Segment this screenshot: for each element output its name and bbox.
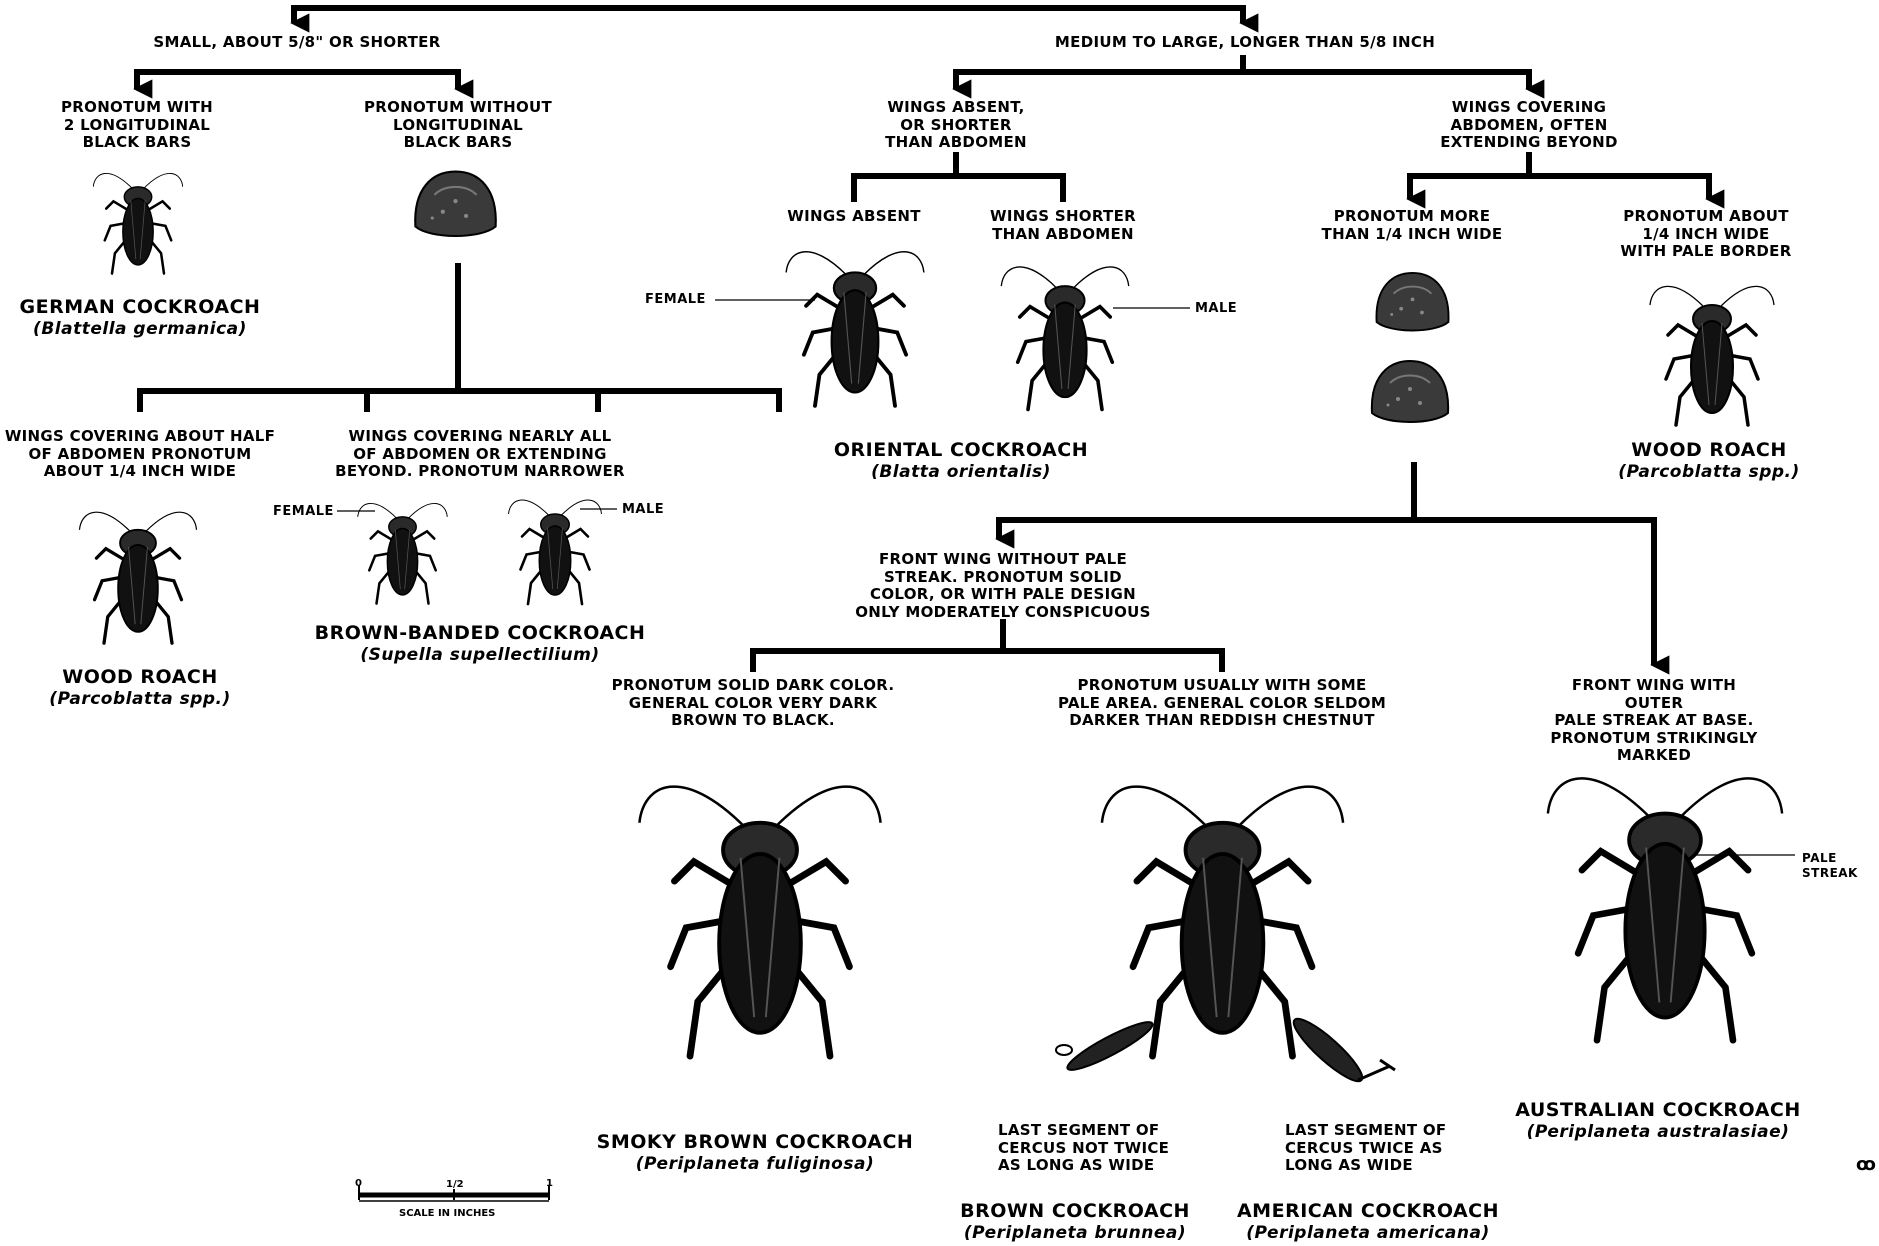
scientific-name: (Periplaneta americana) <box>1237 1222 1499 1244</box>
species-smoky-brown: SMOKY BROWN COCKROACH (Periplaneta fulig… <box>597 1131 914 1175</box>
cercus-twice-image <box>1287 1012 1395 1089</box>
scientific-name: (Periplaneta australasiae) <box>1515 1121 1801 1143</box>
common-name: WOOD ROACH <box>1618 439 1800 461</box>
species-american: AMERICAN COCKROACH (Periplaneta american… <box>1237 1200 1499 1244</box>
wood-roach-large-image <box>1650 286 1774 425</box>
species-oriental: ORIENTAL COCKROACH (Blatta orientalis) <box>834 439 1088 483</box>
scientific-name: (Periplaneta brunnea) <box>960 1222 1190 1244</box>
front-wing-streak-label: FRONT WING WITH OUTER PALE STREAK AT BAS… <box>1542 677 1767 765</box>
male-label-oriental: MALE <box>1195 301 1237 316</box>
oriental-male-image <box>1001 267 1128 409</box>
scale-zero: 0 <box>355 1178 362 1189</box>
small-size-label: SMALL, ABOUT 5/8" OR SHORTER <box>153 34 440 52</box>
female-label-oriental: FEMALE <box>645 292 706 307</box>
common-name: BROWN-BANDED COCKROACH <box>315 622 646 644</box>
pronotum-wide-bottom-image <box>1372 361 1448 422</box>
scientific-name: (Parcoblatta spp.) <box>1618 461 1800 483</box>
species-brown: BROWN COCKROACH (Periplaneta brunnea) <box>960 1200 1190 1244</box>
common-name: SMOKY BROWN COCKROACH <box>597 1131 914 1153</box>
pronotum-about-label: PRONOTUM ABOUT 1/4 INCH WIDE WITH PALE B… <box>1620 208 1791 261</box>
pronotum-wide-top-image <box>1376 273 1448 331</box>
pronotum-bars-label: PRONOTUM WITH 2 LONGITUDINAL BLACK BARS <box>61 99 213 152</box>
scale-caption: SCALE IN INCHES <box>399 1208 495 1219</box>
species-wood-roach-small: WOOD ROACH (Parcoblatta spp.) <box>49 666 231 710</box>
male-label-brown-banded: MALE <box>622 502 664 517</box>
german-cockroach-image <box>93 173 183 273</box>
front-wing-no-streak-label: FRONT WING WITHOUT PALE STREAK. PRONOTUM… <box>855 551 1150 621</box>
wings-half-label: WINGS COVERING ABOUT HALF OF ABDOMEN PRO… <box>5 428 275 481</box>
australian-cockroach-image <box>1548 778 1782 1040</box>
oriental-female-image <box>786 252 924 406</box>
species-brown-banded: BROWN-BANDED COCKROACH (Supella supellec… <box>315 622 646 666</box>
pronotum-no-bars-label: PRONOTUM WITHOUT LONGITUDINAL BLACK BARS <box>364 99 552 152</box>
common-name: WOOD ROACH <box>49 666 231 688</box>
pronotum-more-label: PRONOTUM MORE THAN 1/4 INCH WIDE <box>1322 208 1503 243</box>
pale-streak-label: PALE STREAK <box>1802 851 1858 881</box>
species-wood-roach-large: WOOD ROACH (Parcoblatta spp.) <box>1618 439 1800 483</box>
pronotum-without-bars-image <box>415 172 496 236</box>
scientific-name: (Blattella germanica) <box>20 318 261 340</box>
scale-one: 1 <box>546 1178 553 1189</box>
common-name: BROWN COCKROACH <box>960 1200 1190 1222</box>
species-german: GERMAN COCKROACH (Blattella germanica) <box>20 296 261 340</box>
scientific-name: (Blatta orientalis) <box>834 461 1088 483</box>
species-australian: AUSTRALIAN COCKROACH (Periplaneta austra… <box>1515 1099 1801 1143</box>
brown-banded-male-image <box>509 500 602 604</box>
page-mark: ꝏ <box>1856 1156 1876 1174</box>
wings-absent-or-short-label: WINGS ABSENT, OR SHORTER THAN ABDOMEN <box>885 99 1027 152</box>
common-name: ORIENTAL COCKROACH <box>834 439 1088 461</box>
brown-american-cockroach-image <box>1102 787 1343 1057</box>
wings-covering-label: WINGS COVERING ABDOMEN, OFTEN EXTENDING … <box>1440 99 1618 152</box>
wood-roach-small-image <box>79 512 196 643</box>
common-name: AUSTRALIAN COCKROACH <box>1515 1099 1801 1121</box>
smoky-brown-cockroach-image <box>639 787 880 1057</box>
cercus-not-twice-label: LAST SEGMENT OF CERCUS NOT TWICE AS LONG… <box>998 1122 1169 1175</box>
pronotum-pale-area-label: PRONOTUM USUALLY WITH SOME PALE AREA. GE… <box>1058 677 1386 730</box>
wings-shorter-label: WINGS SHORTER THAN ABDOMEN <box>990 208 1136 243</box>
wings-absent-label: WINGS ABSENT <box>787 208 921 226</box>
large-size-label: MEDIUM TO LARGE, LONGER THAN 5/8 INCH <box>1055 34 1435 52</box>
wings-nearly-all-label: WINGS COVERING NEARLY ALL OF ABDOMEN OR … <box>335 428 625 481</box>
brown-banded-female-image <box>358 503 448 603</box>
scientific-name: (Periplaneta fuliginosa) <box>597 1153 914 1175</box>
scientific-name: (Parcoblatta spp.) <box>49 688 231 710</box>
pronotum-solid-dark-label: PRONOTUM SOLID DARK COLOR. GENERAL COLOR… <box>612 677 895 730</box>
cercus-twice-label: LAST SEGMENT OF CERCUS TWICE AS LONG AS … <box>1285 1122 1446 1175</box>
scale-half: 1/2 <box>446 1179 464 1190</box>
cercus-not-twice-image <box>1056 1016 1157 1077</box>
common-name: GERMAN COCKROACH <box>20 296 261 318</box>
common-name: AMERICAN COCKROACH <box>1237 1200 1499 1222</box>
female-label-brown-banded: FEMALE <box>273 504 334 519</box>
scientific-name: (Supella supellectilium) <box>315 644 646 666</box>
